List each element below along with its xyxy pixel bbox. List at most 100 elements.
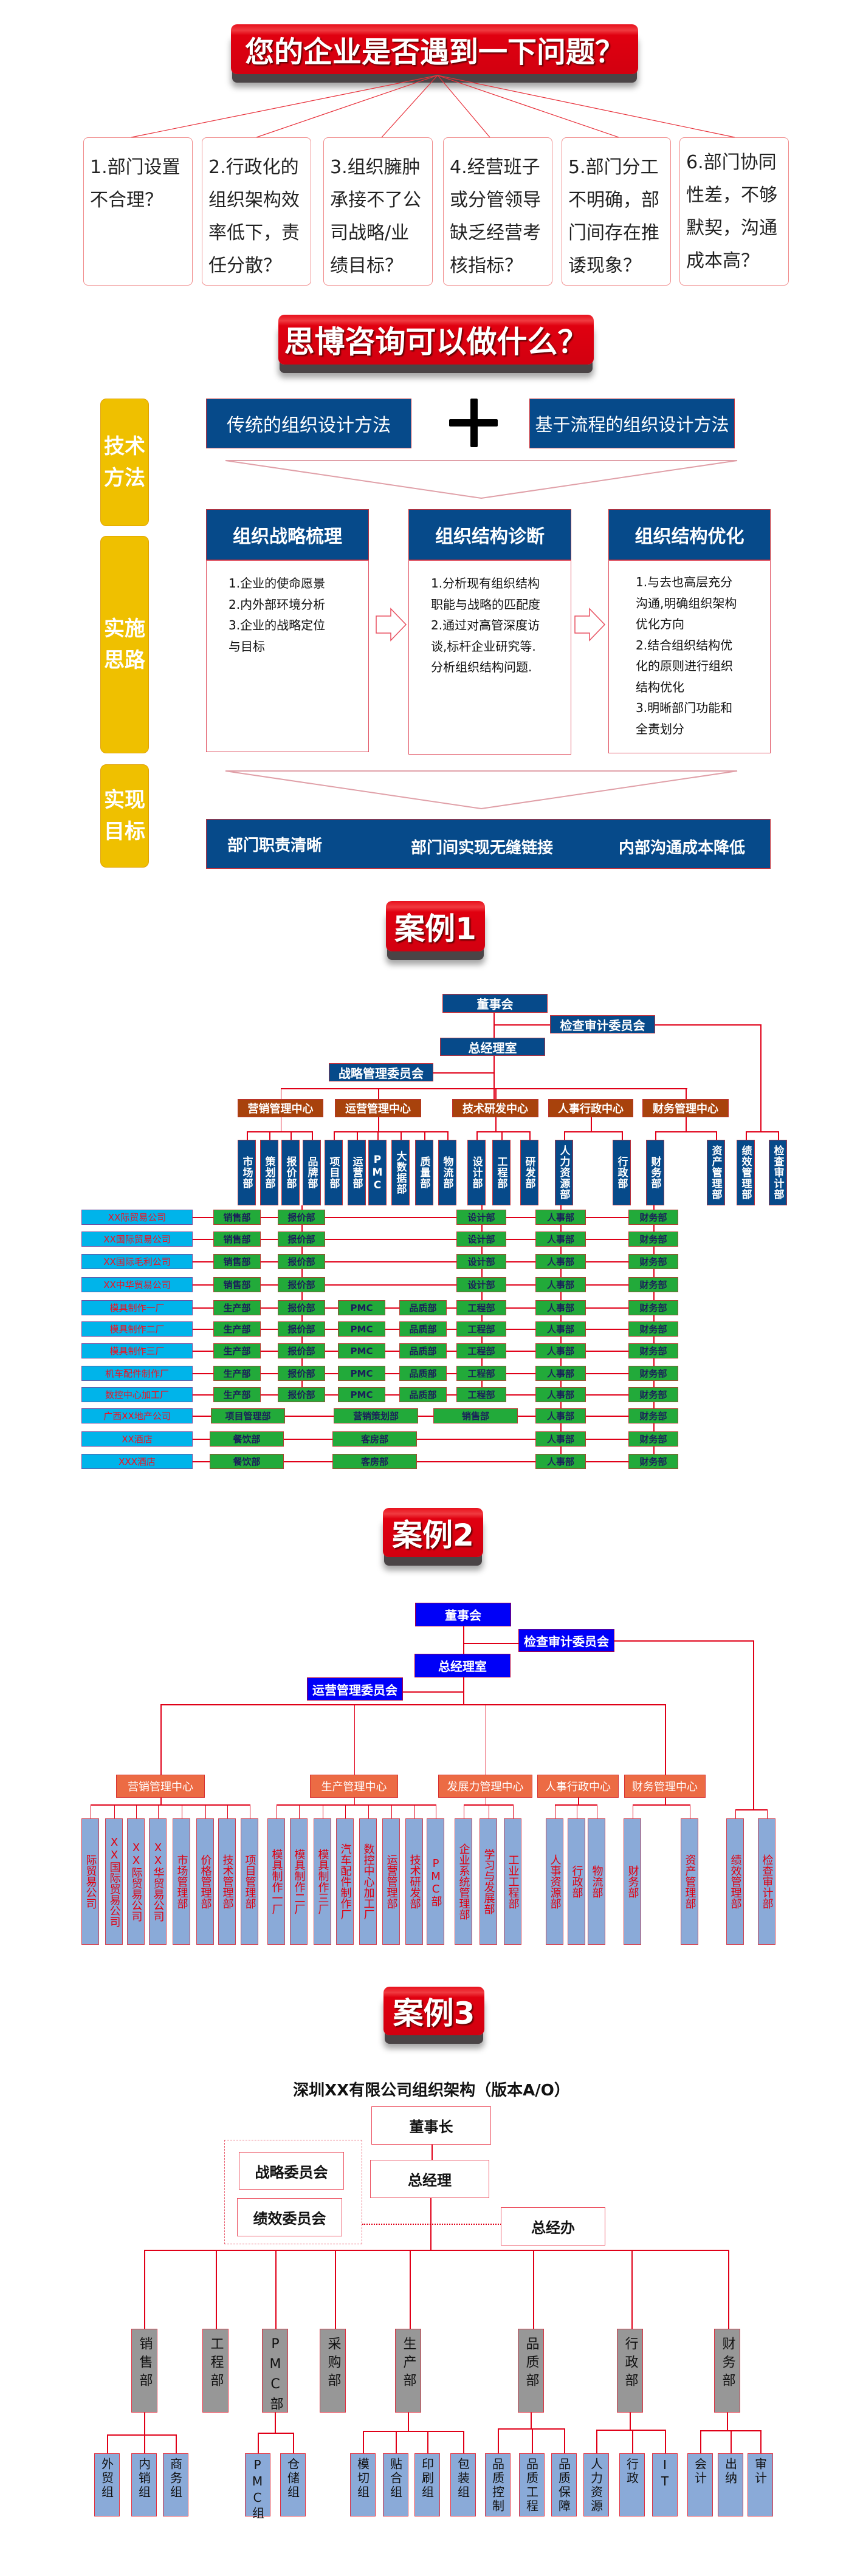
company-box: XX际贸易公司: [81, 1210, 193, 1225]
unit-box: 财务部: [628, 1300, 678, 1315]
dept-box: XX华贸易公司: [149, 1818, 167, 1945]
dept-box: 模具制作二厂: [290, 1818, 308, 1945]
unit-box: PMC: [338, 1300, 385, 1315]
company-box-label: 机车配件制作厂: [105, 1368, 169, 1379]
dept-box: 物流部: [588, 1818, 605, 1945]
column-line: 3.明晰部门功能和: [636, 701, 733, 715]
unit-box-label: 人事部: [546, 1234, 574, 1245]
connector-line: [554, 1804, 555, 1818]
unit-box: 财务部: [628, 1343, 678, 1358]
connector-line: [357, 1131, 358, 1140]
connector-line: [90, 1804, 91, 1818]
connector-line: [176, 2434, 177, 2453]
dept-box-label: 市场管理部: [175, 1854, 188, 1909]
unit-box: 销售部: [213, 1231, 261, 1247]
dept-box-label: 模具制作二厂: [292, 1849, 306, 1914]
unit-box: 人事部: [535, 1366, 586, 1381]
unit-box-label: 财务部: [639, 1434, 667, 1445]
connector-line: [193, 1239, 629, 1240]
connector-line: [160, 1704, 162, 1775]
connector-line: [488, 1804, 489, 1818]
connector-line: [655, 1131, 717, 1132]
unit-box: 生产部: [213, 1321, 261, 1337]
unit-box-label: 工程部: [467, 1303, 495, 1314]
column-line: 谈,标杆企业研究等.: [431, 639, 536, 654]
dept-box-label: 技术管理部: [221, 1854, 234, 1909]
center-box-label: 人事行政中心: [558, 1103, 624, 1115]
goal-item: 部门职责清晰: [227, 837, 323, 855]
column-line: 职能与战略的匹配度: [431, 597, 540, 612]
company-box: 模具制作一厂: [81, 1300, 193, 1315]
unit-box-label: 财务部: [639, 1456, 667, 1467]
dept-box-label: 设计部: [470, 1156, 483, 1189]
column-body: 1.与去也高层充分 沟通,明确组织架构 优化方向 2.结合组织结构优 化的原则进…: [608, 560, 771, 753]
connector-line: [281, 1088, 687, 1089]
unit-box: PMC: [338, 1343, 385, 1358]
committee-box: 绩效委员会: [237, 2198, 342, 2236]
center-box: 财务管理中心: [624, 1775, 706, 1798]
center-box: 营销管理中心: [116, 1775, 205, 1798]
unit-box-label: 报价部: [287, 1368, 315, 1379]
unit-box-label: 客房部: [360, 1434, 388, 1445]
dept-box-label: 资产管理部: [709, 1145, 722, 1200]
connector-line: [247, 1131, 248, 1140]
connector-line: [403, 1691, 464, 1693]
dept-box-label: 技术研发部: [408, 1854, 421, 1909]
dept-box: 大数据部: [391, 1140, 410, 1205]
connector-line: [107, 2434, 176, 2436]
unit-box: 项目管理部: [211, 1408, 285, 1423]
board-box: 董事会: [415, 1603, 511, 1626]
unit-box-label: 项目管理部: [225, 1411, 271, 1422]
group-box: 内销组: [131, 2453, 157, 2516]
company-box-label: 数控中心加工厂: [105, 1389, 169, 1400]
column-line: 优化方向: [636, 617, 684, 631]
connector-line: [396, 2431, 397, 2453]
group-box: 出纳: [718, 2453, 743, 2516]
column-body: 1.分析现有组织结构 职能与战略的匹配度 2.通过对高管深度访 谈,标杆企业研究…: [408, 560, 571, 755]
unit-box: 财务部: [628, 1366, 678, 1381]
unit-box: 工程部: [456, 1343, 506, 1358]
company-box-label: XXX酒店: [119, 1456, 156, 1467]
connector-line: [716, 1131, 717, 1140]
connector-line: [160, 1798, 162, 1804]
dept-box: 绩效管理部: [737, 1140, 755, 1205]
dept-box: PMC部: [427, 1818, 444, 1945]
connector-line: [533, 2250, 534, 2329]
tab-implementation: 实施思路: [100, 536, 149, 753]
group-box: 会计: [687, 2453, 713, 2516]
dept-box-label: 人力资源部: [557, 1145, 570, 1200]
unit-box-label: PMC: [350, 1323, 373, 1335]
unit-box-label: 报价部: [287, 1389, 315, 1400]
board-box-label: 董事会: [445, 1608, 481, 1623]
dept-box-label: 学习与发展部: [482, 1849, 495, 1914]
connector-line: [301, 1205, 303, 1394]
unit-box-label: 销售部: [223, 1234, 251, 1245]
connector-line: [632, 2430, 633, 2453]
company-box-label: XX酒店: [122, 1434, 153, 1445]
unit-box-label: 人事部: [546, 1303, 574, 1314]
center-box-label: 发展力管理中心: [447, 1781, 524, 1793]
connector-line: [655, 1131, 656, 1140]
connector-line: [227, 1804, 228, 1818]
unit-box-label: PMC: [350, 1389, 373, 1400]
connector-line: [334, 1131, 335, 1140]
unit-box: PMC: [338, 1366, 385, 1381]
gm-office-box: 总经理室: [440, 1038, 545, 1056]
connector-line: [107, 2434, 108, 2453]
dept-box-label: 检查审计部: [771, 1145, 784, 1200]
unit-box-label: 报价部: [287, 1303, 315, 1314]
company-box: XXX酒店: [81, 1454, 193, 1469]
dept-box: 市场管理部: [173, 1818, 190, 1945]
dept-box-label: 模具制作三厂: [316, 1849, 329, 1914]
center-box-label: 财务管理中心: [653, 1103, 718, 1115]
dept-box-label: 资产管理部: [683, 1854, 696, 1909]
dept-box: 资产管理部: [681, 1818, 698, 1945]
problem-card: 1.部门设置不合理？: [83, 137, 193, 286]
connector-line: [689, 1804, 690, 1818]
dept-box-label: 工程部: [208, 2337, 224, 2391]
dept-box-label: PMC: [371, 1153, 383, 1192]
dept-box-label: PMC部: [429, 1857, 442, 1906]
company-box-label: 模具制作一厂: [109, 1303, 165, 1314]
unit-box: 品质部: [399, 1321, 447, 1337]
company-box: XX国际毛利公司: [81, 1254, 193, 1269]
